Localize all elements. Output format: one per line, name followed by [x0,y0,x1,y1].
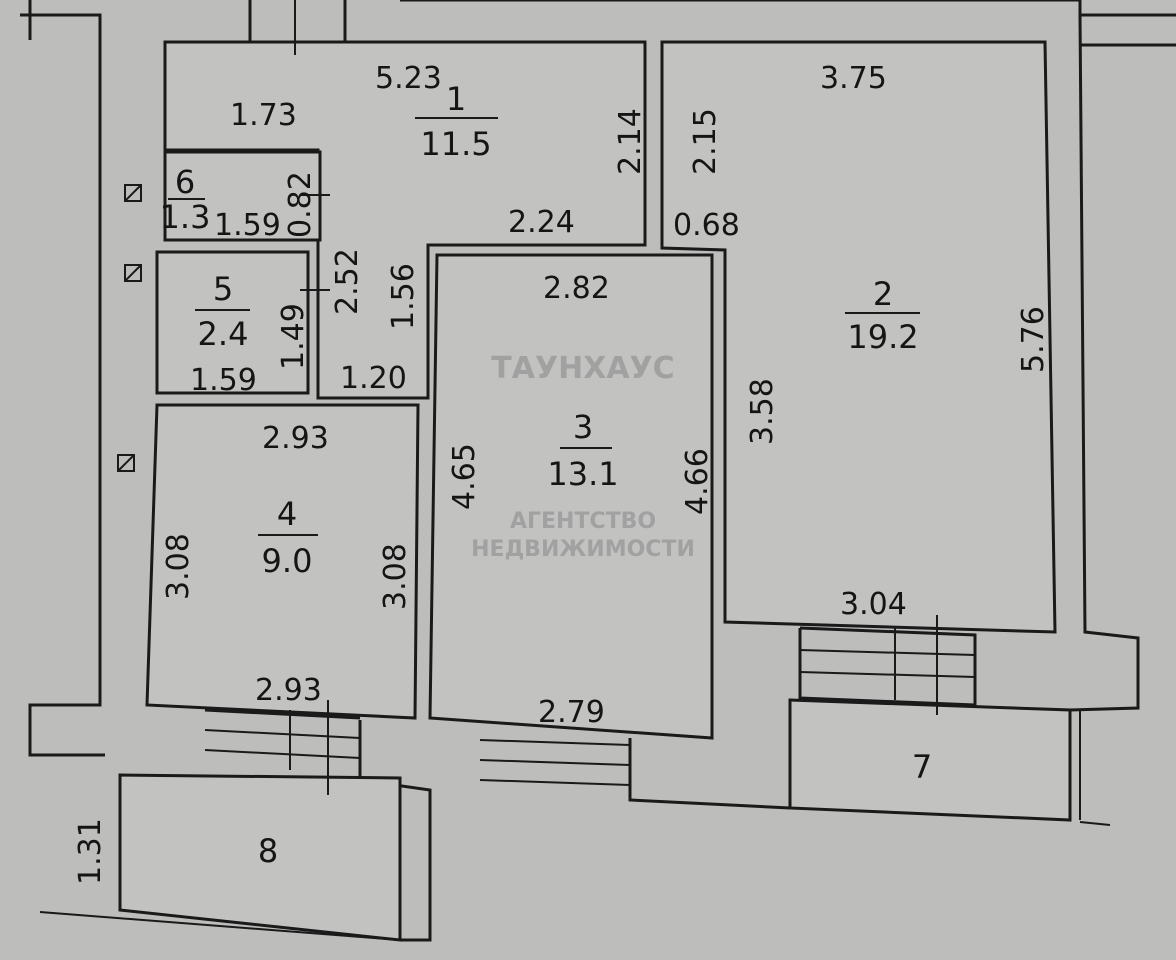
dim-r3-top: 2.82 [543,271,610,306]
dim-r2-left-top: 2.15 [688,108,723,175]
room-3-number: 3 [573,408,593,446]
dim-r2-bottom: 3.04 [840,587,907,622]
room-3-area: 13.1 [547,455,618,493]
outer-walls [20,0,1176,942]
room-2 [660,40,1057,634]
dim-r2-right: 5.76 [1016,306,1051,373]
dim-r1-top: 5.23 [375,61,442,96]
room-1-number: 1 [446,80,466,118]
dim-r4-bottom: 2.93 [255,673,322,708]
dim-r4-right: 3.08 [378,543,413,610]
dim-r1-inner-v: 2.52 [330,248,365,315]
dim-r3-left: 4.65 [447,443,482,510]
room-1 [163,40,647,400]
dim-r5-height: 1.49 [276,303,311,370]
dim-r4-top: 2.93 [262,421,329,456]
room-6-number: 6 [175,163,195,201]
watermark-brand: ТАУНХАУС [491,351,674,386]
dim-r2-top: 3.75 [820,61,887,96]
room-5-number: 5 [213,270,233,308]
dim-r2-left: 3.58 [745,378,780,445]
dim-r4-left: 3.08 [161,533,196,600]
dim-balcony-8-depth: 1.31 [73,818,108,885]
room-2-number: 2 [873,275,893,313]
room-5 [155,250,310,395]
watermark-line1: АГЕНТСТВО [510,509,656,534]
room-2-area: 19.2 [847,318,918,356]
room-6-area: 1.3 [160,198,211,236]
room-labels: 1 11.5 2 19.2 3 13.1 4 9.0 5 2.4 6 1.3 7… [160,80,933,870]
balcony-7-number: 7 [912,748,932,786]
room-3 [428,253,714,740]
room-6 [163,150,322,242]
room-4 [145,403,420,720]
watermark-line2: НЕДВИЖИМОСТИ [471,537,695,562]
dim-r2-notch: 0.68 [673,208,740,243]
watermark: ТАУНХАУС АГЕНТСТВО НЕДВИЖИМОСТИ [471,351,695,562]
dim-r6-width: 1.59 [214,208,281,243]
dimension-labels: 5.23 1.73 2.14 2.24 2.52 1.56 1.20 3.75 … [73,61,1051,885]
room-5-area: 2.4 [198,315,249,353]
dim-corridor-h: 1.20 [340,361,407,396]
dim-r1-right: 2.14 [613,108,648,175]
dim-r3-right: 4.66 [680,448,715,515]
dim-r1-left: 1.73 [230,98,297,133]
room-4-number: 4 [277,495,297,533]
dim-corridor-v: 1.56 [386,263,421,330]
dim-r5-width: 1.59 [190,363,257,398]
room-1-area: 11.5 [420,125,491,163]
room-4-area: 9.0 [262,542,313,580]
windows [39,0,1111,941]
balcony-7 [788,698,1072,822]
dim-r3-bottom: 2.79 [538,695,605,730]
dim-r6-height: 0.82 [283,171,318,238]
dim-r1-bottom: 2.24 [508,205,575,240]
vent-icons [117,184,142,472]
balcony-8-number: 8 [258,832,278,870]
